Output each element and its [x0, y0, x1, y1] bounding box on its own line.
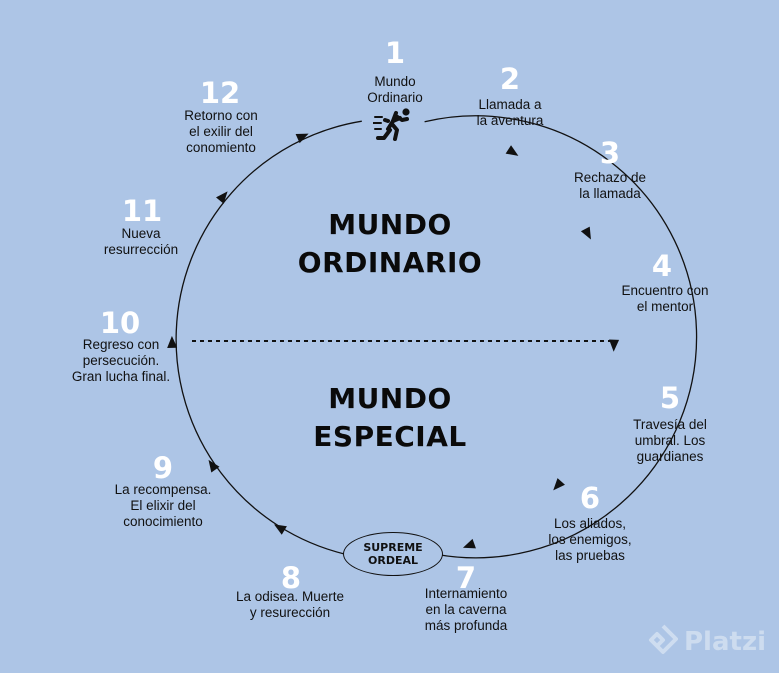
stage-2-number: 2: [499, 62, 521, 96]
stage-11-label: Nueva resurrección: [103, 226, 179, 257]
platzi-logo-icon: [649, 624, 678, 654]
supreme-ordeal-badge: SUPREME ORDEAL: [343, 532, 443, 576]
cycle-arrowhead: [609, 339, 620, 352]
stage-5-label: Travesía del umbral. Los guardianes: [633, 417, 707, 464]
cycle-arc: [424, 115, 698, 559]
stage-7-number: 7: [455, 561, 477, 595]
stage-9-number: 9: [152, 451, 174, 485]
stage-5-number: 5: [659, 381, 681, 415]
stage-3-number: 3: [599, 136, 621, 170]
arrows: [167, 133, 620, 564]
cycle-arrowhead: [208, 459, 220, 473]
stage-7-label: Internamiento en la caverna más profunda: [424, 586, 508, 633]
cycle-arrowhead: [167, 335, 178, 348]
cycle-arrowhead: [216, 191, 228, 204]
world-ordinary-label: MUNDO ORDINARIO: [297, 208, 483, 279]
stage-12-label: Retorno con el exilir del conomiento: [184, 108, 258, 155]
stage-6-number: 6: [579, 481, 601, 515]
stage-10-number: 10: [99, 306, 141, 340]
stage-8-number: 8: [280, 561, 302, 595]
cycle-arrowhead: [295, 133, 309, 144]
cycle-arrowhead: [553, 478, 565, 491]
cycle-arrowhead: [580, 226, 591, 240]
platzi-logo: Platzi: [648, 624, 766, 660]
stage-3-label: Rechazo de la llamada: [573, 170, 647, 201]
stage-1-label: Mundo Ordinario: [367, 74, 423, 105]
stage-2-label: Llamada a la aventura: [476, 97, 544, 128]
stage-9-label: La recompensa. El elixir del conocimient…: [114, 482, 212, 529]
stage-10-label: Regreso con persecución. Gran lucha fina…: [71, 337, 171, 384]
world-special-label: MUNDO ESPECIAL: [313, 382, 467, 453]
cycle-arrowhead: [505, 145, 519, 156]
stage-6-label: Los aliados, los enemigos, las pruebas: [548, 516, 632, 563]
stage-8-label: La odisea. Muerte y resurección: [235, 589, 345, 620]
stage-11-number: 11: [121, 194, 163, 228]
stage-12-number: 12: [199, 76, 241, 110]
runner-icon: [373, 108, 410, 141]
platzi-logo-text: Platzi: [684, 627, 766, 657]
cycle-arrowhead: [274, 524, 287, 535]
stage-1-number: 1: [384, 36, 406, 70]
stage-4-number: 4: [651, 249, 673, 283]
stage-4-label: Encuentro con el mentor: [621, 283, 709, 314]
cycle-arrowhead: [462, 538, 476, 549]
cycle-arc: [175, 120, 362, 555]
supreme-ordeal-label: SUPREME ORDEAL: [363, 541, 423, 567]
